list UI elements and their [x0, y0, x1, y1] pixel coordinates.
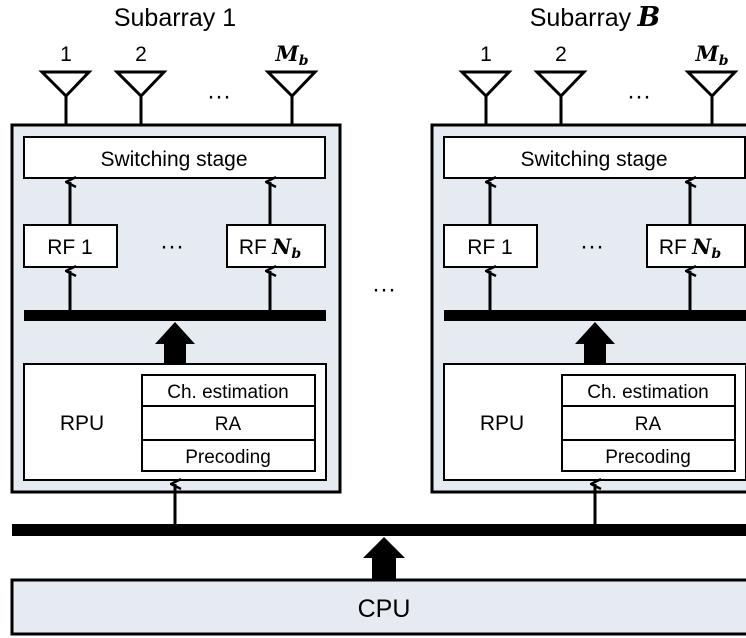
cpu-box: [10, 578, 746, 636]
global-bus-bar: [12, 524, 746, 536]
big-arrow-cpu-to-bus: [363, 537, 405, 580]
subarray-b: Subarray B 1 2 ··· Mb Switching stage RF…: [430, 2, 746, 525]
subarray-1: Subarray 1 1 2 ··· Mb Switching stage: [10, 4, 342, 525]
big-arrow-rpu-to-bus: [575, 322, 615, 364]
between-subarrays-dots: ···: [372, 276, 396, 303]
antenna-label-2: 2: [555, 43, 567, 66]
rpu-function-ch-estimation: Ch. estimation: [167, 382, 288, 403]
rf-nb-box: [646, 224, 746, 268]
switching-stage-label: Switching stage: [100, 148, 247, 171]
antenna-dots: ···: [207, 83, 231, 110]
rpu-function-box: [561, 439, 736, 472]
rf-nb-box: [226, 224, 326, 268]
local-bus-bar: [24, 310, 326, 321]
switching-stage-label: Switching stage: [520, 148, 667, 171]
subarray-1-title: Subarray 1: [114, 4, 236, 32]
antenna-label-2: 2: [135, 43, 147, 66]
local-bus-bar: [444, 310, 746, 321]
big-arrow-rpu-to-bus: [155, 322, 195, 364]
rpu-function-box: [141, 374, 316, 407]
rf-nb-label: RF Nb: [239, 234, 301, 262]
switching-stage-box: [23, 136, 326, 179]
rpu-function-box: [141, 405, 316, 441]
rpu-label: RPU: [480, 412, 524, 435]
antenna-label-1: 1: [480, 43, 492, 66]
rf-1-label: RF 1: [47, 236, 93, 259]
rf-1-box: [23, 224, 118, 268]
switching-stage-box: [443, 136, 746, 179]
rpu-function-ra: RA: [635, 414, 662, 435]
antenna-label-mb: Mb: [694, 41, 728, 69]
rf-dots: ···: [160, 233, 184, 260]
rpu-function-box: [141, 439, 316, 472]
antenna-dots: ···: [627, 83, 651, 110]
rpu-function-ra: RA: [215, 414, 242, 435]
subarray-b-title: Subarray B: [530, 2, 661, 33]
rpu-function-precoding: Precoding: [185, 447, 271, 468]
rf-dots: ···: [580, 233, 604, 260]
rpu-function-ch-estimation: Ch. estimation: [587, 382, 708, 403]
rpu-function-precoding: Precoding: [605, 447, 691, 468]
antenna-label-mb: Mb: [274, 41, 308, 69]
cpu-label: CPU: [358, 595, 411, 623]
rf-nb-label: RF Nb: [659, 234, 721, 262]
rpu-label: RPU: [60, 412, 104, 435]
rf-1-label: RF 1: [467, 236, 513, 259]
antenna-label-1: 1: [60, 43, 72, 66]
